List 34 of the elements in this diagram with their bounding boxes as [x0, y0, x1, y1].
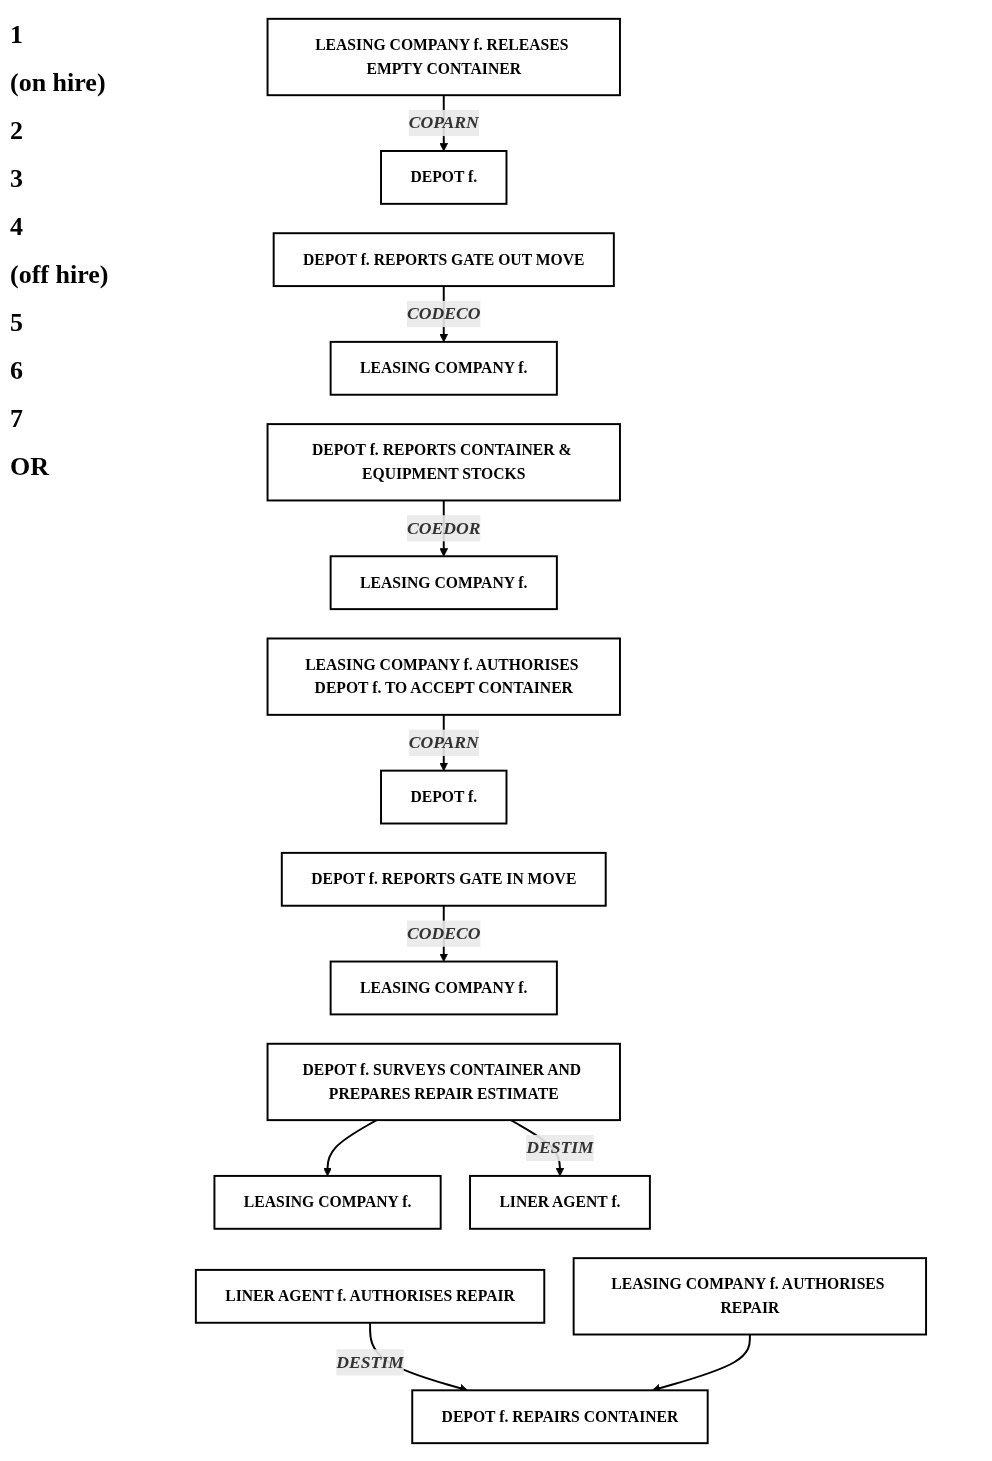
step-note: 2: [10, 116, 24, 146]
node-box: DEPOT f. REPORTS GATE IN MOVE: [280, 851, 607, 907]
node-box: DEPOT f. REPORTS GATE OUT MOVE: [272, 231, 615, 287]
step-note: OR: [10, 452, 51, 482]
step-note: 5: [10, 308, 24, 338]
node-box: LEASING COMPANY f.: [213, 1174, 442, 1230]
step-note: 4: [10, 212, 24, 242]
node-box: LEASING COMPANY f. RELEASES EMPTY CONTAINER: [266, 17, 621, 96]
node-box: LINER AGENT f.: [469, 1174, 651, 1230]
node-box: LEASING COMPANY f. AUTHORISES REPAIR: [572, 1256, 928, 1335]
step-note: (off hire): [10, 260, 110, 290]
node-box: LEASING COMPANY f.: [329, 960, 558, 1015]
node-box: DEPOT f.: [380, 769, 508, 824]
step-note: 6: [10, 356, 24, 386]
node-box: DEPOT f. SURVEYS CONTAINER AND PREPARES REPAIR ESTIMATE: [266, 1042, 621, 1121]
node-box: DEPOT f.: [380, 149, 508, 205]
step-note: 7: [10, 404, 24, 434]
node-box: LEASING COMPANY f.: [329, 554, 558, 610]
step-note: 1: [10, 20, 24, 50]
node-box: DEPOT f. REPAIRS CONTAINER: [411, 1388, 709, 1444]
arrow: [323, 1118, 378, 1176]
node-box: LINER AGENT f. AUTHORISES REPAIR: [194, 1268, 546, 1324]
node-box: LEASING COMPANY f.: [329, 340, 558, 396]
step-note: (on hire): [10, 68, 107, 98]
edge-label: CODECO: [407, 303, 481, 323]
edge-label: COPARN: [408, 731, 479, 752]
edge-label: COPARN: [408, 112, 479, 132]
node-box: DEPOT f. REPORTS CONTAINER & EQUIPMENT STOCKS: [266, 422, 621, 501]
edge-label: DESTIM: [336, 1351, 404, 1372]
edge-label: CODECO: [407, 922, 481, 943]
edge-label: COEDOR: [407, 517, 481, 538]
node-box: LEASING COMPANY f. AUTHORISES DEPOT f. TO ACCEPT CONTAINER: [266, 637, 621, 716]
step-note: 3: [10, 164, 24, 194]
edge-label: DESTIM: [526, 1137, 594, 1157]
